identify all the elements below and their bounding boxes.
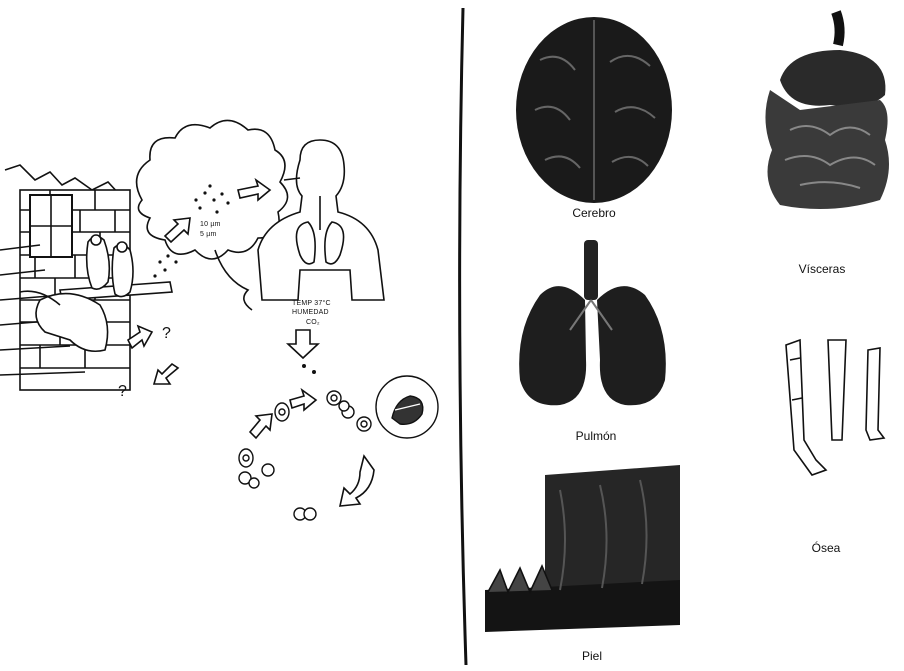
skin-illustration bbox=[485, 465, 680, 632]
panel-divider bbox=[460, 8, 466, 665]
arrow-cycle-2 bbox=[290, 390, 316, 410]
question-mark-1: ? bbox=[162, 325, 171, 342]
question-mark-2: ? bbox=[118, 383, 127, 400]
label-piel: Piel bbox=[582, 649, 602, 663]
bones-illustration bbox=[786, 340, 884, 475]
arrow-cycle-3 bbox=[340, 456, 374, 506]
condition-co2: CO₂ bbox=[306, 319, 320, 326]
condition-temp: TEMP 37°C bbox=[292, 299, 331, 307]
arrow-question-2 bbox=[154, 364, 178, 384]
label-osea: Ósea bbox=[812, 540, 841, 555]
lungs-illustration bbox=[519, 240, 666, 405]
lung-conditions-labels: TEMP 37°C HUMEDAD CO₂ bbox=[292, 299, 331, 326]
label-cerebro: Cerebro bbox=[572, 206, 616, 220]
condition-humidity: HUMEDAD bbox=[292, 309, 329, 316]
viscera-illustration bbox=[765, 12, 889, 209]
arrow-question-1 bbox=[128, 326, 152, 348]
yeast-cells bbox=[239, 376, 438, 520]
arrow-down bbox=[288, 330, 318, 358]
label-pulmon: Pulmón bbox=[576, 429, 617, 443]
particle-size-5: 5 µm bbox=[200, 231, 217, 238]
brain-illustration bbox=[516, 17, 672, 203]
arrow-cycle-1 bbox=[250, 414, 272, 438]
label-visceras: Vísceras bbox=[799, 262, 846, 276]
particle-size-10: 10 µm bbox=[200, 221, 221, 228]
